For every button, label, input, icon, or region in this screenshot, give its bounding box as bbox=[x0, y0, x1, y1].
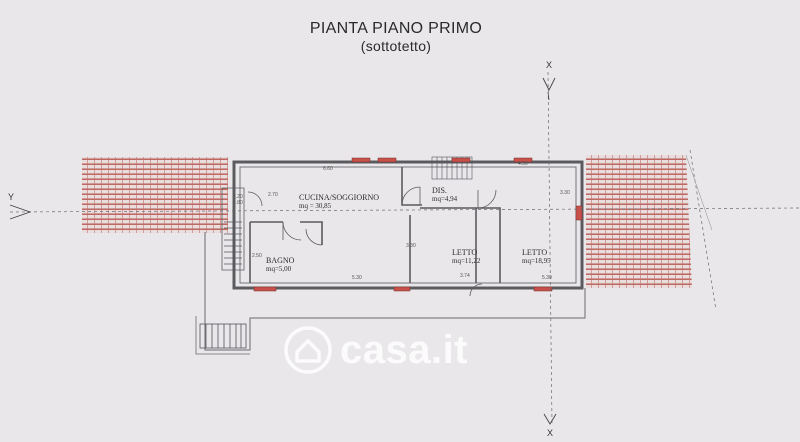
roof-tiles-left bbox=[82, 157, 228, 233]
room-bagno: BAGNO mq=5,00 bbox=[266, 256, 294, 274]
windows bbox=[253, 157, 583, 292]
room-cucina-soggiorno: CUCINA/SOGGIORNO mq = 30,85 bbox=[299, 193, 379, 211]
house-logo-icon bbox=[284, 326, 332, 374]
dim-right-vertical: 3.30 bbox=[560, 190, 570, 196]
dim-left-lower: 2.50 bbox=[252, 253, 262, 259]
dim-top-right: 4.30 bbox=[518, 161, 528, 167]
room-name: DIS. bbox=[432, 186, 447, 195]
plan-title: PIANTA PIANO PRIMO bbox=[309, 20, 483, 37]
room-area: mq=5,00 bbox=[266, 265, 292, 273]
dim-stair-low: 1.80 bbox=[233, 200, 243, 206]
room-area: mq = 30,85 bbox=[299, 202, 332, 210]
axis-label-x-bottom: X bbox=[547, 428, 554, 438]
dim-stair-top: 1.20 bbox=[233, 194, 243, 200]
internal-stair bbox=[431, 156, 473, 180]
door-swings bbox=[247, 186, 497, 297]
section-markers bbox=[9, 77, 557, 425]
roof-tiles-right bbox=[586, 155, 692, 288]
watermark: casa.it bbox=[284, 326, 468, 374]
room-name: LETTO bbox=[522, 248, 548, 257]
room-area: mq=11,22 bbox=[452, 257, 481, 265]
plan-subtitle: (sottotetto) bbox=[360, 38, 432, 54]
dim-bottom-mid: 3.74 bbox=[460, 273, 470, 279]
room-letto-1: LETTO mq=11,22 bbox=[452, 248, 480, 266]
axis-label-y: Y bbox=[8, 192, 15, 202]
lower-staircase bbox=[199, 323, 247, 349]
terrace-outline bbox=[204, 232, 586, 351]
left-staircase bbox=[224, 221, 242, 265]
room-area: mq=4,94 bbox=[432, 195, 458, 203]
room-dis: DIS. mq=4,94 bbox=[432, 186, 457, 204]
dim-top-left: 6.60 bbox=[323, 166, 333, 172]
room-name: LETTO bbox=[452, 248, 478, 257]
room-name: CUCINA/SOGGIORNO bbox=[299, 193, 380, 202]
room-area: mq=18,95 bbox=[522, 257, 551, 265]
dim-bottom-right: 5.30 bbox=[542, 275, 552, 281]
room-letto-2: LETTO mq=18,95 bbox=[522, 248, 551, 266]
dim-bottom-left: 5.30 bbox=[352, 275, 362, 281]
section-lines bbox=[9, 71, 800, 426]
dim-left-upper: 2.70 bbox=[268, 192, 278, 198]
dim-mid-vertical: 3.30 bbox=[406, 243, 416, 249]
watermark-text: casa.it bbox=[340, 327, 469, 372]
axis-label-x-top: X bbox=[546, 60, 553, 70]
room-name: BAGNO bbox=[266, 256, 295, 265]
